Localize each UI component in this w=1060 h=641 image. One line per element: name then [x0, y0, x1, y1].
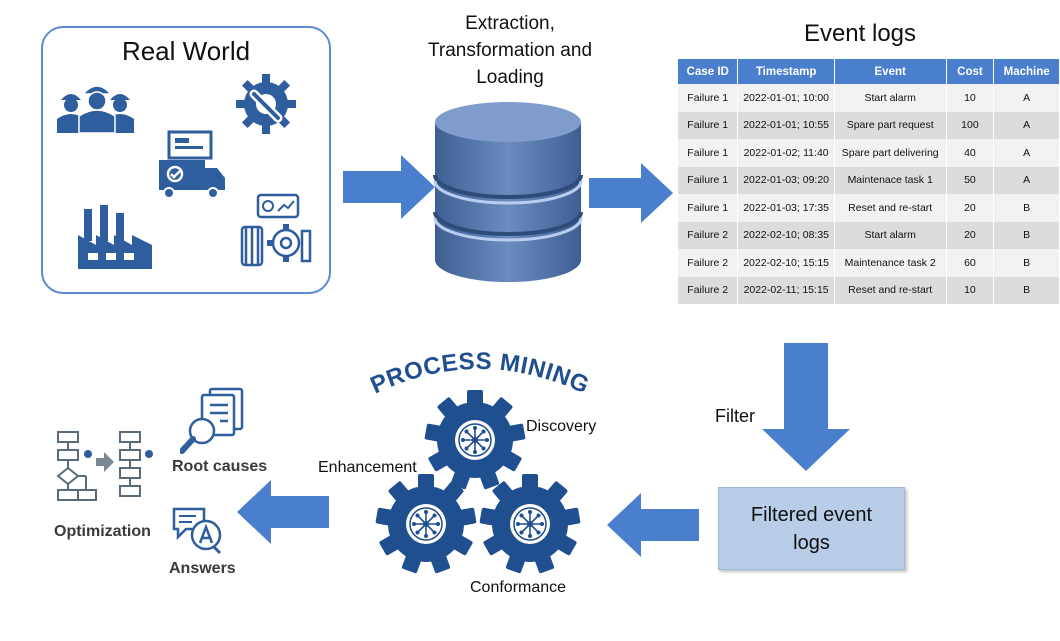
filtered-event-logs-box: Filtered event logs [718, 487, 905, 570]
cell: Reset and re-start [834, 276, 947, 304]
filtered-line2: logs [793, 531, 830, 554]
cell: A [993, 84, 1060, 112]
cell: 2022-01-01; 10:00 [737, 84, 835, 112]
database-icon [433, 102, 583, 282]
cell: Failure 2 [678, 221, 739, 249]
event-log-table: Case ID Timestamp Event Cost Machine Fai… [678, 59, 1060, 304]
arrow-to-event-logs [589, 163, 673, 223]
col-case-id: Case ID [678, 59, 739, 84]
enhancement-label: Enhancement [318, 459, 417, 476]
cell: 40 [946, 139, 995, 167]
arrow-to-outputs [237, 480, 329, 544]
cell: Start alarm [834, 221, 947, 249]
gear-icon [374, 473, 478, 575]
cell: Spare part request [834, 111, 947, 139]
filtered-line1: Filtered event [750, 503, 873, 526]
col-machine: Machine [993, 59, 1060, 84]
cell: Failure 1 [678, 111, 739, 139]
chat-answer-icon [172, 507, 222, 555]
cell: Failure 1 [678, 84, 739, 112]
cell: A [993, 111, 1060, 139]
cell: 2022-01-02; 11:40 [737, 139, 835, 167]
etl-line2: Transformation and [427, 40, 593, 61]
cell: Maintenace task 1 [834, 166, 947, 194]
cell: B [993, 249, 1060, 277]
gear-icon [423, 389, 527, 491]
cell: B [993, 194, 1060, 222]
cell: 60 [946, 249, 995, 277]
cell: 20 [946, 194, 995, 222]
cell: 2022-01-03; 17:35 [737, 194, 835, 222]
cell: Failure 1 [678, 194, 739, 222]
gear-wrench-icon [236, 74, 296, 134]
gear-icon [478, 473, 582, 575]
workers-icon [57, 85, 134, 133]
machinery-icon [240, 193, 312, 267]
cell: Failure 1 [678, 166, 739, 194]
document-search-icon [180, 387, 244, 454]
col-timestamp: Timestamp [737, 59, 835, 84]
arrow-to-database [343, 155, 435, 219]
event-logs-title: Event logs [803, 20, 917, 47]
conformance-label: Conformance [470, 579, 567, 596]
arrow-to-process-mining [607, 493, 699, 557]
col-event: Event [834, 59, 947, 84]
delivery-truck-icon [159, 130, 225, 199]
flowchart-icon [56, 431, 153, 501]
table-header-row: Case ID Timestamp Event Cost Machine [678, 59, 1060, 84]
filter-arrow [762, 343, 850, 471]
cell: A [993, 166, 1060, 194]
discovery-label: Discovery [526, 418, 597, 435]
cell: A [993, 139, 1060, 167]
answers-label: Answers [169, 560, 236, 577]
cell: Failure 2 [678, 276, 739, 304]
cell: 100 [946, 111, 995, 139]
root-causes-label: Root causes [172, 458, 268, 475]
cell: 2022-02-10; 08:35 [737, 221, 835, 249]
cell: Reset and re-start [834, 194, 947, 222]
cell: 2022-02-11; 15:15 [737, 276, 835, 304]
cell: 10 [946, 84, 995, 112]
cell: 20 [946, 221, 995, 249]
cell: 10 [946, 276, 995, 304]
cell: Start alarm [834, 84, 947, 112]
cell: Spare part delivering [834, 139, 947, 167]
col-cost: Cost [946, 59, 995, 84]
filter-label: Filter [715, 406, 755, 426]
cell: Maintenance task 2 [834, 249, 947, 277]
cell: Failure 1 [678, 139, 739, 167]
factory-icon [78, 205, 152, 269]
real-world-title: Real World [121, 36, 251, 66]
etl-line1: Extraction, [465, 13, 555, 34]
etl-line3: Loading [476, 67, 544, 88]
cell: 2022-01-01; 10:55 [737, 111, 835, 139]
cell: B [993, 221, 1060, 249]
cell: 2022-02-10; 15:15 [737, 249, 835, 277]
etl-label: Extraction, Transformation and Loading [395, 10, 625, 91]
cell: B [993, 276, 1060, 304]
cell: Failure 2 [678, 249, 739, 277]
cell: 50 [946, 166, 995, 194]
optimization-label: Optimization [54, 523, 151, 540]
cell: 2022-01-03; 09:20 [737, 166, 835, 194]
